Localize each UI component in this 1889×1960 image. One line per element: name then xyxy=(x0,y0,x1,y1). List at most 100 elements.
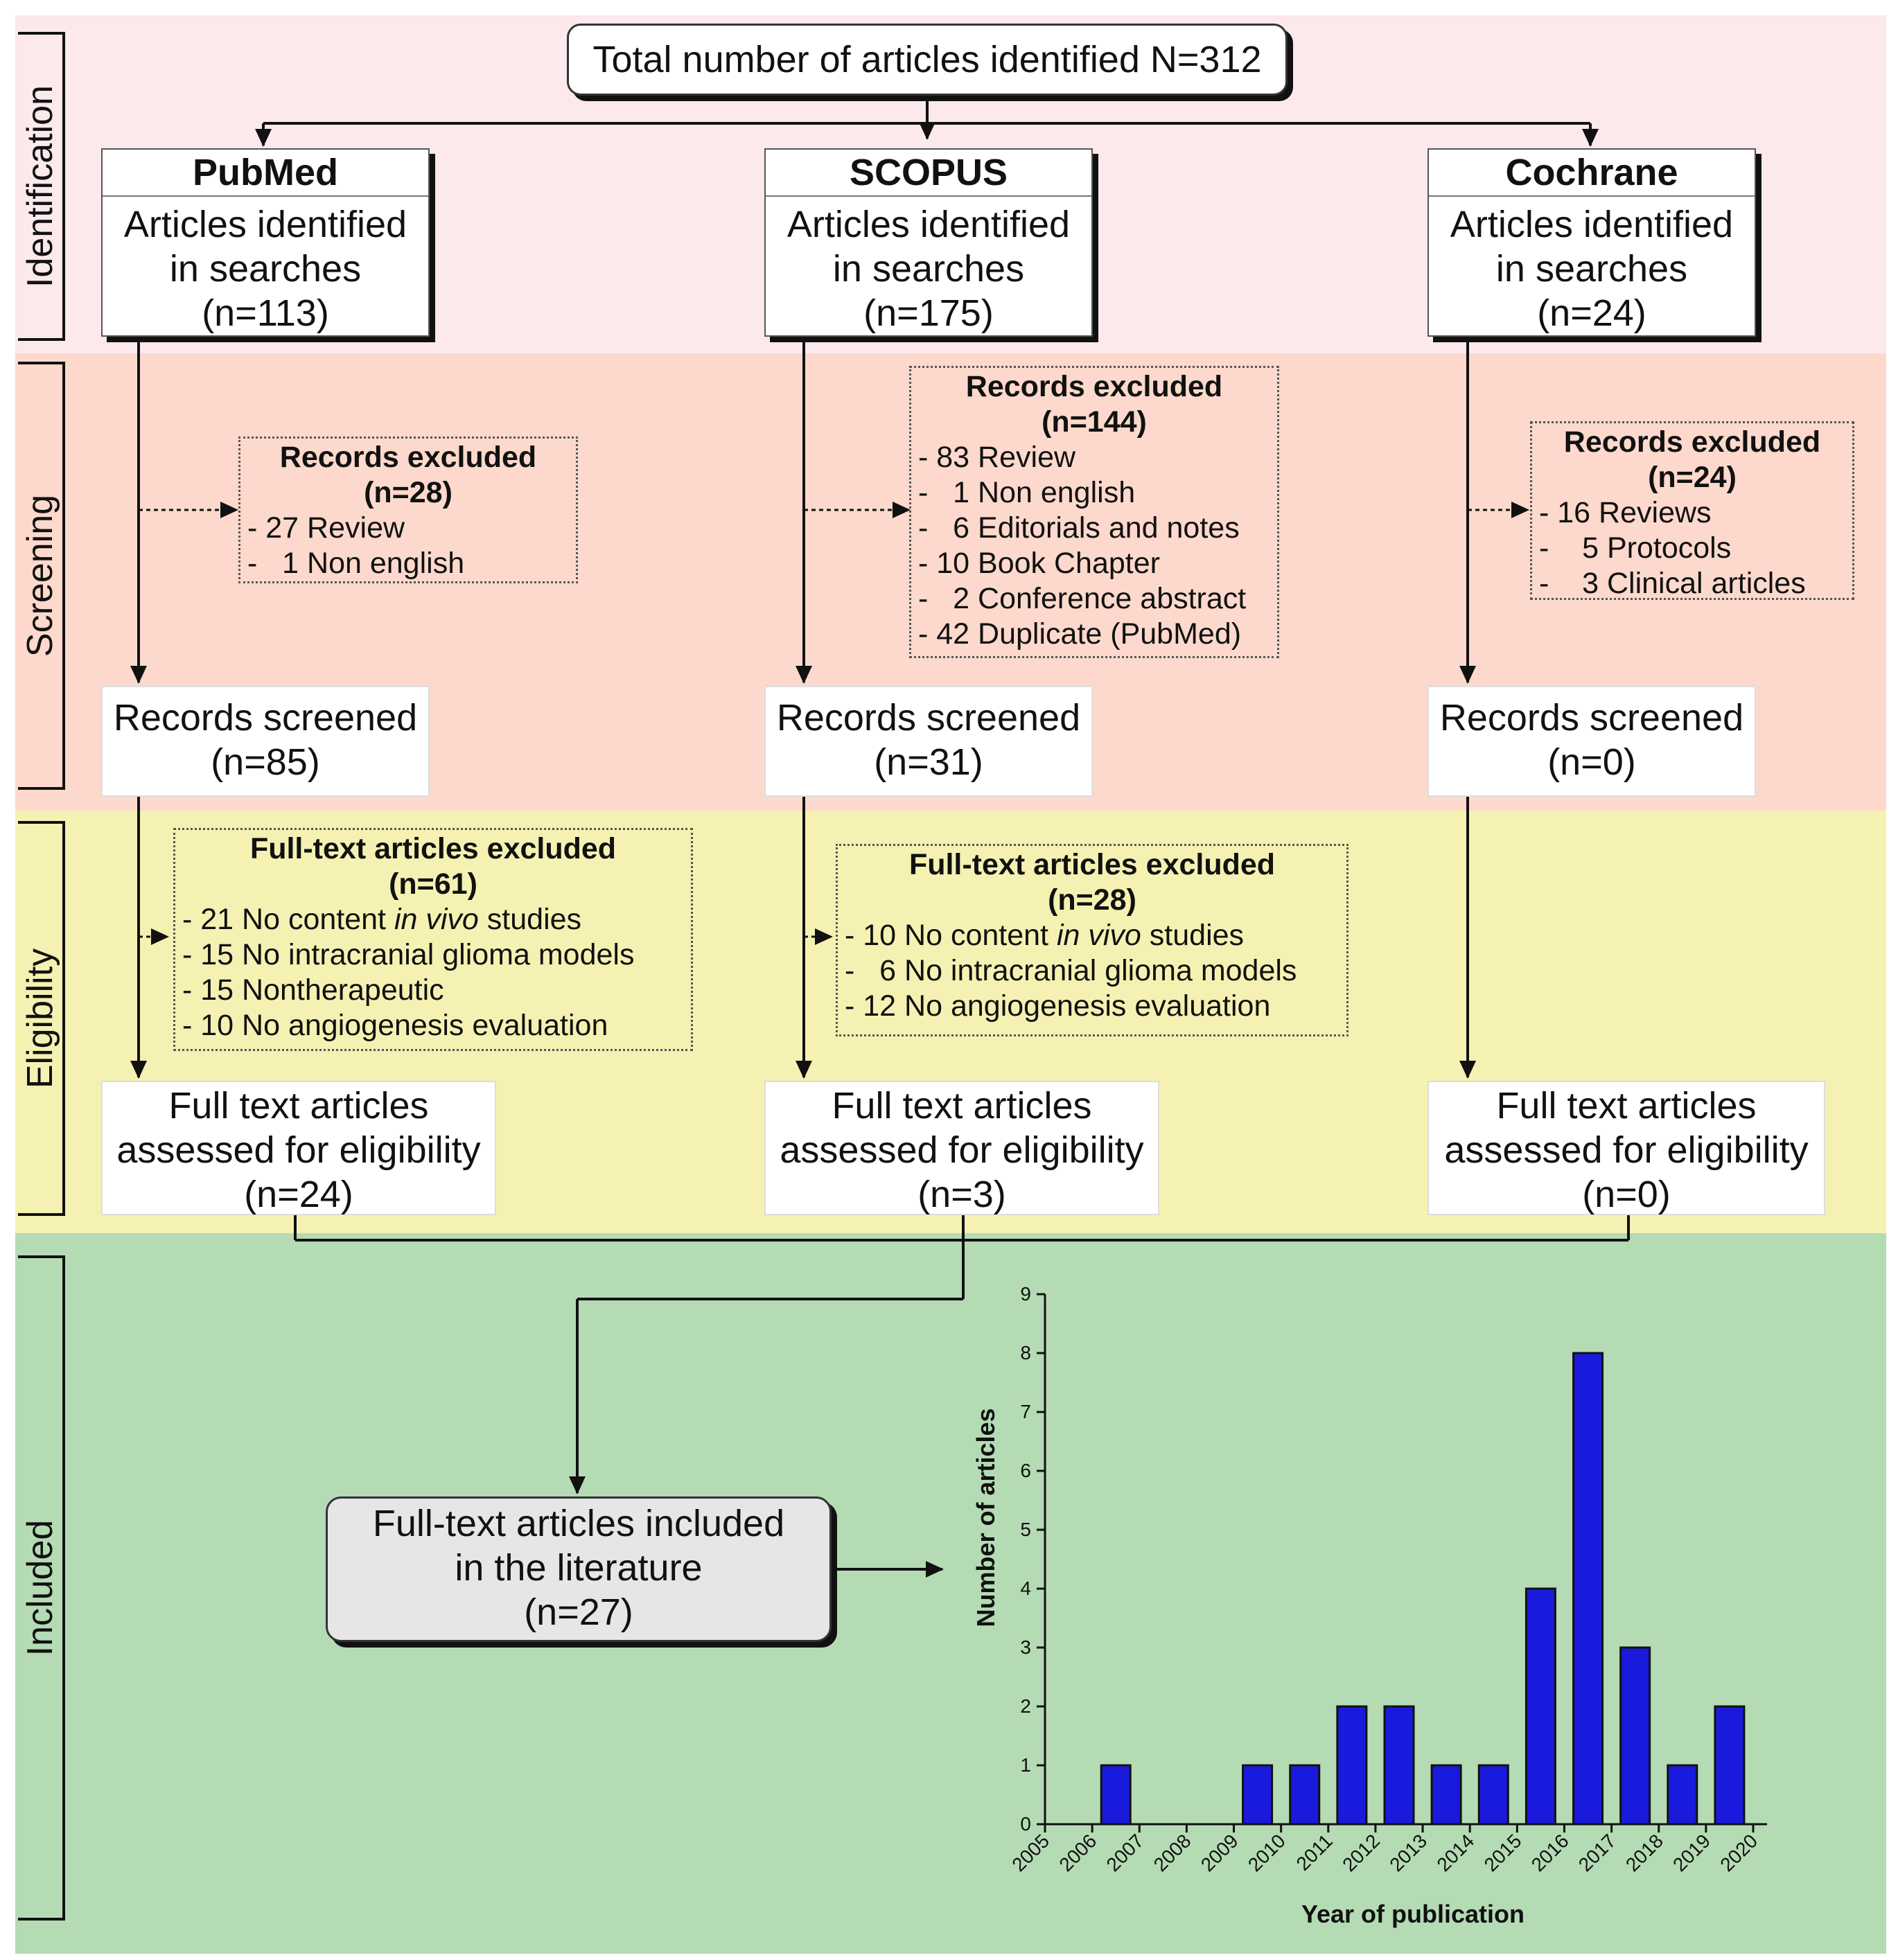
y-axis-label: Number of articles xyxy=(972,1408,1000,1627)
ft-excluded-item: - 6 No intracranial glioma models xyxy=(845,954,1297,987)
records-screened-scopus: Records screened (n=31) xyxy=(764,686,1093,797)
bar-2009 xyxy=(1242,1764,1274,1826)
x-tick-label: 2013 xyxy=(1385,1830,1431,1875)
phase-label-eligibility: Eligibility xyxy=(18,821,65,1216)
assessed-count: (n=24) xyxy=(244,1174,353,1215)
y-tick-label: 3 xyxy=(1020,1636,1031,1658)
y-tick-label: 8 xyxy=(1020,1342,1031,1363)
assessed-line2: assessed for eligibility xyxy=(1444,1129,1809,1171)
assessed-line1: Full text articles xyxy=(832,1085,1092,1127)
assessed-line2: assessed for eligibility xyxy=(780,1129,1144,1171)
x-tick-label: 2018 xyxy=(1622,1830,1667,1875)
y-tick-label: 2 xyxy=(1020,1695,1031,1717)
records-excluded-cochrane: Records excluded (n=24) - 16 Reviews - 5… xyxy=(1530,421,1854,600)
x-tick-label: 2017 xyxy=(1574,1830,1620,1875)
fulltext-excluded-scopus: Full-text articles excluded (n=28) - 10 … xyxy=(836,844,1348,1036)
ft-excluded-item: - 12 No angiogenesis evaluation xyxy=(845,989,1271,1023)
screened-count: (n=0) xyxy=(1547,741,1636,783)
excluded-item: - 83 Review xyxy=(918,441,1076,474)
source-identified-count: (n=113) xyxy=(202,292,329,334)
excluded-item: - 6 Editorials and notes xyxy=(918,511,1240,545)
excluded-count: (n=28) xyxy=(364,476,453,509)
y-tick-label: 0 xyxy=(1020,1813,1031,1835)
assessed-eligibility-pubmed: Full text articles assessed for eligibil… xyxy=(101,1081,496,1215)
assessed-line1: Full text articles xyxy=(1496,1085,1757,1127)
assessed-line1: Full text articles xyxy=(168,1085,429,1127)
source-identified-count: (n=175) xyxy=(863,292,994,334)
bar-2016 xyxy=(1572,1352,1604,1826)
excluded-item: - 10 Book Chapter xyxy=(918,547,1160,580)
included-line2: in the literature xyxy=(455,1547,703,1589)
y-tick-label: 4 xyxy=(1020,1578,1031,1599)
source-identified-line2: in searches xyxy=(832,248,1025,290)
bar-2014 xyxy=(1477,1764,1509,1826)
ft-excluded-item: - 15 Nontherapeutic xyxy=(182,973,444,1007)
excluded-count: (n=144) xyxy=(1042,405,1147,439)
bar-2011 xyxy=(1336,1705,1368,1826)
x-tick-label: 2020 xyxy=(1716,1830,1761,1875)
x-tick-label: 2008 xyxy=(1150,1830,1195,1875)
x-tick-label: 2012 xyxy=(1338,1830,1384,1875)
source-box-pubmed: PubMed Articles identified in searches (… xyxy=(101,148,430,337)
source-identified-line2: in searches xyxy=(1495,248,1688,290)
x-tick-label: 2014 xyxy=(1432,1830,1478,1875)
screened-label: Records screened xyxy=(1439,697,1744,739)
ft-excluded-title: Full-text articles excluded xyxy=(249,832,617,865)
excluded-title: Records excluded xyxy=(1563,425,1821,459)
ft-excluded-item: - 10 No content in vivo studies xyxy=(845,919,1245,952)
source-identified-line1: Articles identified xyxy=(123,204,407,245)
screened-count: (n=85) xyxy=(211,741,320,783)
records-screened-pubmed: Records screened (n=85) xyxy=(101,686,430,797)
x-tick-label: 2015 xyxy=(1480,1830,1526,1875)
x-tick-label: 2005 xyxy=(1008,1830,1053,1875)
records-excluded-scopus: Records excluded (n=144) - 83 Review - 1… xyxy=(909,366,1279,658)
assessed-eligibility-scopus: Full text articles assessed for eligibil… xyxy=(764,1081,1159,1215)
source-box-cochrane: Cochrane Articles identified in searches… xyxy=(1427,148,1756,337)
y-tick-label: 7 xyxy=(1020,1401,1031,1422)
ft-excluded-item: - 21 No content in vivo studies xyxy=(182,903,582,936)
phase-label-included: Included xyxy=(18,1255,65,1921)
source-name: SCOPUS xyxy=(766,150,1091,197)
y-tick-label: 5 xyxy=(1020,1519,1031,1540)
bar-2019 xyxy=(1714,1705,1746,1826)
total-articles-box: Total number of articles identified N=31… xyxy=(567,24,1288,96)
excluded-title: Records excluded xyxy=(965,370,1223,403)
ft-excluded-title: Full-text articles excluded xyxy=(908,848,1276,881)
excluded-item: - 3 Clinical articles xyxy=(1539,567,1806,600)
included-line1: Full-text articles included xyxy=(372,1503,785,1544)
x-tick-label: 2019 xyxy=(1669,1830,1714,1875)
ft-excluded-count: (n=61) xyxy=(389,867,477,901)
excluded-item: - 1 Non english xyxy=(247,547,465,580)
x-tick-label: 2016 xyxy=(1527,1830,1573,1875)
excluded-count: (n=24) xyxy=(1648,461,1737,494)
excluded-item: - 16 Reviews xyxy=(1539,496,1712,529)
ft-excluded-item: - 15 No intracranial glioma models xyxy=(182,938,635,971)
bar-2018 xyxy=(1667,1764,1698,1826)
excluded-item: - 2 Conference abstract xyxy=(918,582,1247,615)
screened-count: (n=31) xyxy=(874,741,983,783)
y-tick-label: 6 xyxy=(1020,1460,1031,1481)
phase-label-identification: Identification xyxy=(18,32,65,341)
screened-label: Records screened xyxy=(776,697,1081,739)
screened-label: Records screened xyxy=(113,697,418,739)
fulltext-excluded-pubmed: Full-text articles excluded (n=61) - 21 … xyxy=(173,828,693,1051)
x-tick-label: 2007 xyxy=(1102,1830,1148,1875)
records-excluded-pubmed: Records excluded (n=28) - 27 Review - 1 … xyxy=(238,436,578,583)
x-tick-label: 2009 xyxy=(1197,1830,1242,1875)
x-tick-label: 2006 xyxy=(1055,1830,1100,1875)
source-identified-line1: Articles identified xyxy=(1450,204,1734,245)
bar-2012 xyxy=(1383,1705,1415,1826)
assessed-count: (n=3) xyxy=(917,1174,1006,1215)
bar-2010 xyxy=(1289,1764,1321,1826)
source-identified-count: (n=24) xyxy=(1537,292,1646,334)
included-articles-box: Full-text articles included in the liter… xyxy=(326,1497,832,1642)
source-identified-line1: Articles identified xyxy=(787,204,1071,245)
bar-2015 xyxy=(1525,1587,1556,1826)
bar-2013 xyxy=(1430,1764,1462,1826)
assessed-count: (n=0) xyxy=(1582,1174,1671,1215)
records-screened-cochrane: Records screened (n=0) xyxy=(1427,686,1756,797)
bar-2006 xyxy=(1100,1764,1132,1826)
included-count: (n=27) xyxy=(524,1591,633,1633)
ft-excluded-count: (n=28) xyxy=(1048,883,1136,917)
